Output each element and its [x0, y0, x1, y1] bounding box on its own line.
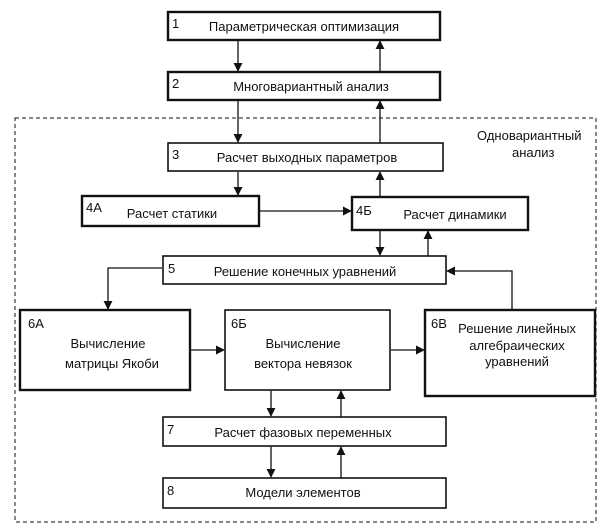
block-number: 3	[172, 147, 179, 162]
block-b7: 7 Расчет фазовых переменных	[162, 416, 447, 447]
block-frame	[224, 309, 391, 391]
block-label: Расчет динамики	[403, 207, 506, 222]
block-b2: 2 Многовариантный анализ	[166, 70, 442, 102]
block-b1: 1 Параметрическая оптимизация	[166, 10, 442, 42]
block-frame	[80, 194, 261, 228]
block-label: Расчет фазовых переменных	[214, 425, 392, 440]
single-variant-region	[14, 117, 597, 523]
block-label: Вычисление	[70, 336, 145, 351]
block-number: 6А	[28, 316, 44, 331]
block-b8: 8 Модели элементов	[162, 477, 447, 509]
block-b4a: 4А Расчет статики	[80, 194, 261, 228]
block-label: Решение конечных уравнений	[214, 264, 397, 279]
block-b5: 5 Решение конечных уравнений	[162, 255, 447, 285]
block-frame	[162, 255, 447, 285]
region-label-line-1: Одновариантный	[477, 128, 581, 143]
block-number: 2	[172, 76, 179, 91]
block-frame	[166, 70, 442, 102]
block-frame	[18, 308, 192, 392]
region-label-line-2: анализ	[512, 145, 554, 160]
block-label: Расчет статики	[127, 206, 217, 221]
block-number: 5	[168, 261, 175, 276]
block-frame	[423, 308, 597, 398]
block-label: алгебраических	[469, 338, 565, 353]
arrow-b6v-to-b5	[446, 266, 513, 309]
block-label: уравнений	[485, 354, 549, 369]
connections	[103, 40, 513, 478]
block-number: 4Б	[356, 203, 372, 218]
blocks: 1 Параметрическая оптимизация 2 Многовариан…	[18, 10, 597, 509]
block-label: вектора невязок	[254, 356, 352, 371]
block-frame	[162, 416, 447, 447]
block-number: 4А	[86, 200, 102, 215]
block-label: Вычисление	[265, 336, 340, 351]
block-frame	[166, 10, 442, 42]
block-label: Модели элементов	[245, 485, 360, 500]
block-b4b: 4Б Расчет динамики	[350, 195, 530, 232]
block-number: 6Б	[231, 316, 247, 331]
block-label: Многовариантный анализ	[233, 79, 389, 94]
block-number: 1	[172, 16, 179, 31]
block-frame	[167, 142, 444, 172]
block-frame	[162, 477, 447, 509]
block-number: 7	[167, 422, 174, 437]
block-b6b: 6Б Вычисление вектора невязок	[224, 309, 391, 391]
arrow-b5-to-b6a	[103, 267, 162, 310]
block-label: Расчет выходных параметров	[217, 150, 398, 165]
block-b3: 3 Расчет выходных параметров	[167, 142, 444, 172]
block-b6a: 6А Вычисление матрицы Якоби	[18, 308, 192, 392]
block-number: 6В	[431, 316, 447, 331]
block-label: Решение линейных	[458, 321, 576, 336]
block-label: матрицы Якоби	[65, 356, 159, 371]
block-b6v: 6В Решение линейных алгебраическихуравнени…	[423, 308, 597, 398]
block-number: 8	[167, 483, 174, 498]
block-label: Параметрическая оптимизация	[209, 19, 399, 34]
block-frame	[350, 195, 530, 232]
